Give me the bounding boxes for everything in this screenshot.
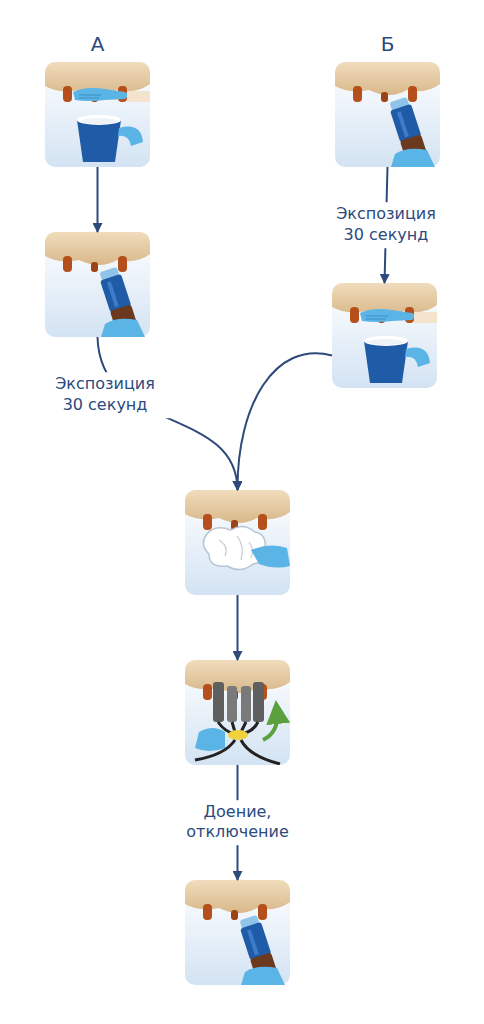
step-tile: А (45, 62, 150, 167)
flow-arrow (237, 353, 332, 490)
tile-art (45, 62, 440, 985)
step-tile (185, 880, 290, 985)
flow-arrow (97, 167, 99, 232)
step-tile: Б (335, 62, 440, 167)
step-tile (45, 232, 150, 337)
step-tile (185, 660, 290, 765)
step-tile (185, 490, 290, 595)
flow-arrow (237, 595, 239, 660)
edge-label: Доение, отключение (171, 800, 304, 846)
step-tile (332, 283, 437, 388)
column-heading: Б (381, 32, 395, 56)
edge-label: Экспозиция 30 секунд (39, 372, 172, 418)
column-heading: А (91, 32, 105, 56)
edge-label: Экспозиция 30 секунд (332, 202, 440, 248)
